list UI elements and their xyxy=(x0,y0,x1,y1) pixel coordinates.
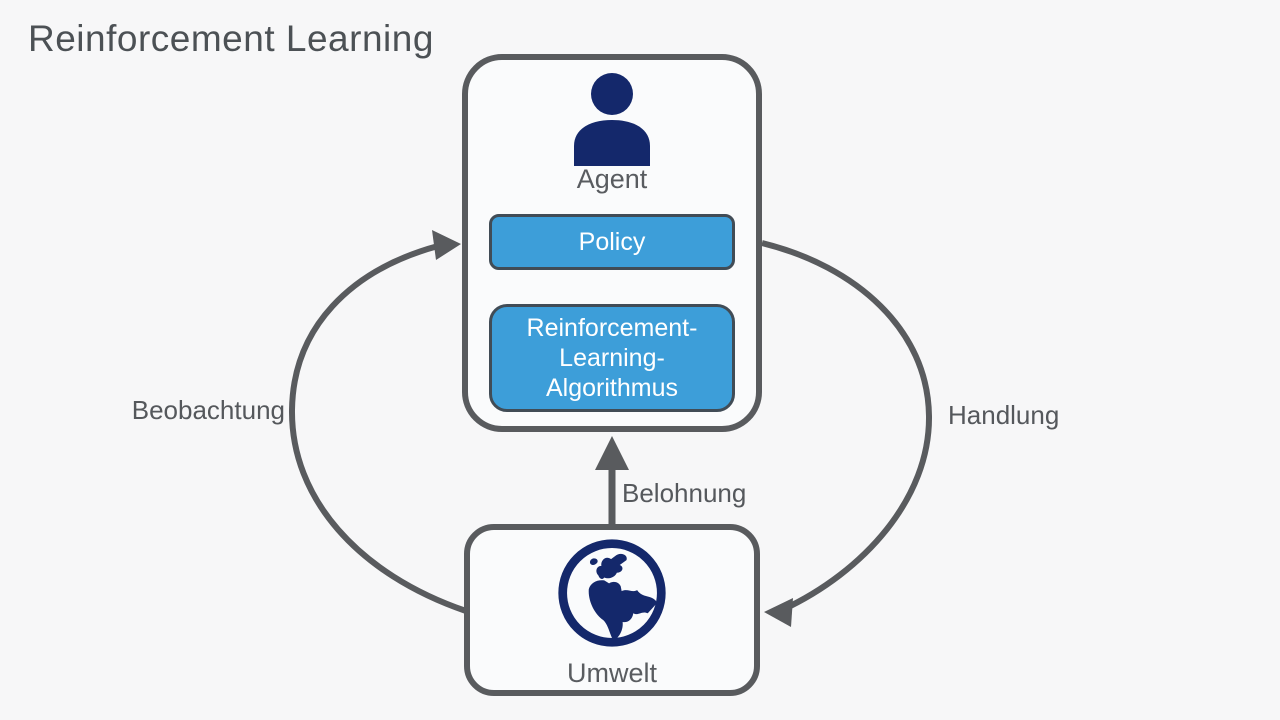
reward-label: Belohnung xyxy=(622,478,747,508)
page-title: Reinforcement Learning xyxy=(28,18,434,59)
algorithm-box: Reinforcement- Learning- Algorithmus xyxy=(489,304,735,412)
observation-arrowhead xyxy=(432,230,461,260)
action-arrowhead xyxy=(764,598,793,627)
algorithm-label: Reinforcement- Learning- Algorithmus xyxy=(526,314,698,402)
observation-label: Beobachtung xyxy=(131,395,285,425)
action-label: Handlung xyxy=(948,400,1060,430)
reward-arrow xyxy=(595,436,629,524)
person-icon xyxy=(574,73,650,166)
globe-icon xyxy=(558,539,666,647)
agent-label: Agent xyxy=(576,164,648,194)
observation-arrow xyxy=(288,243,467,614)
policy-label: Policy xyxy=(578,227,646,256)
environment-label: Umwelt xyxy=(566,658,657,688)
action-arrow xyxy=(761,240,933,613)
policy-box: Policy xyxy=(489,214,735,270)
environment-box: Umwelt xyxy=(464,524,760,696)
agent-box: Agent Policy Reinforcement- Learning- Al… xyxy=(462,54,762,432)
